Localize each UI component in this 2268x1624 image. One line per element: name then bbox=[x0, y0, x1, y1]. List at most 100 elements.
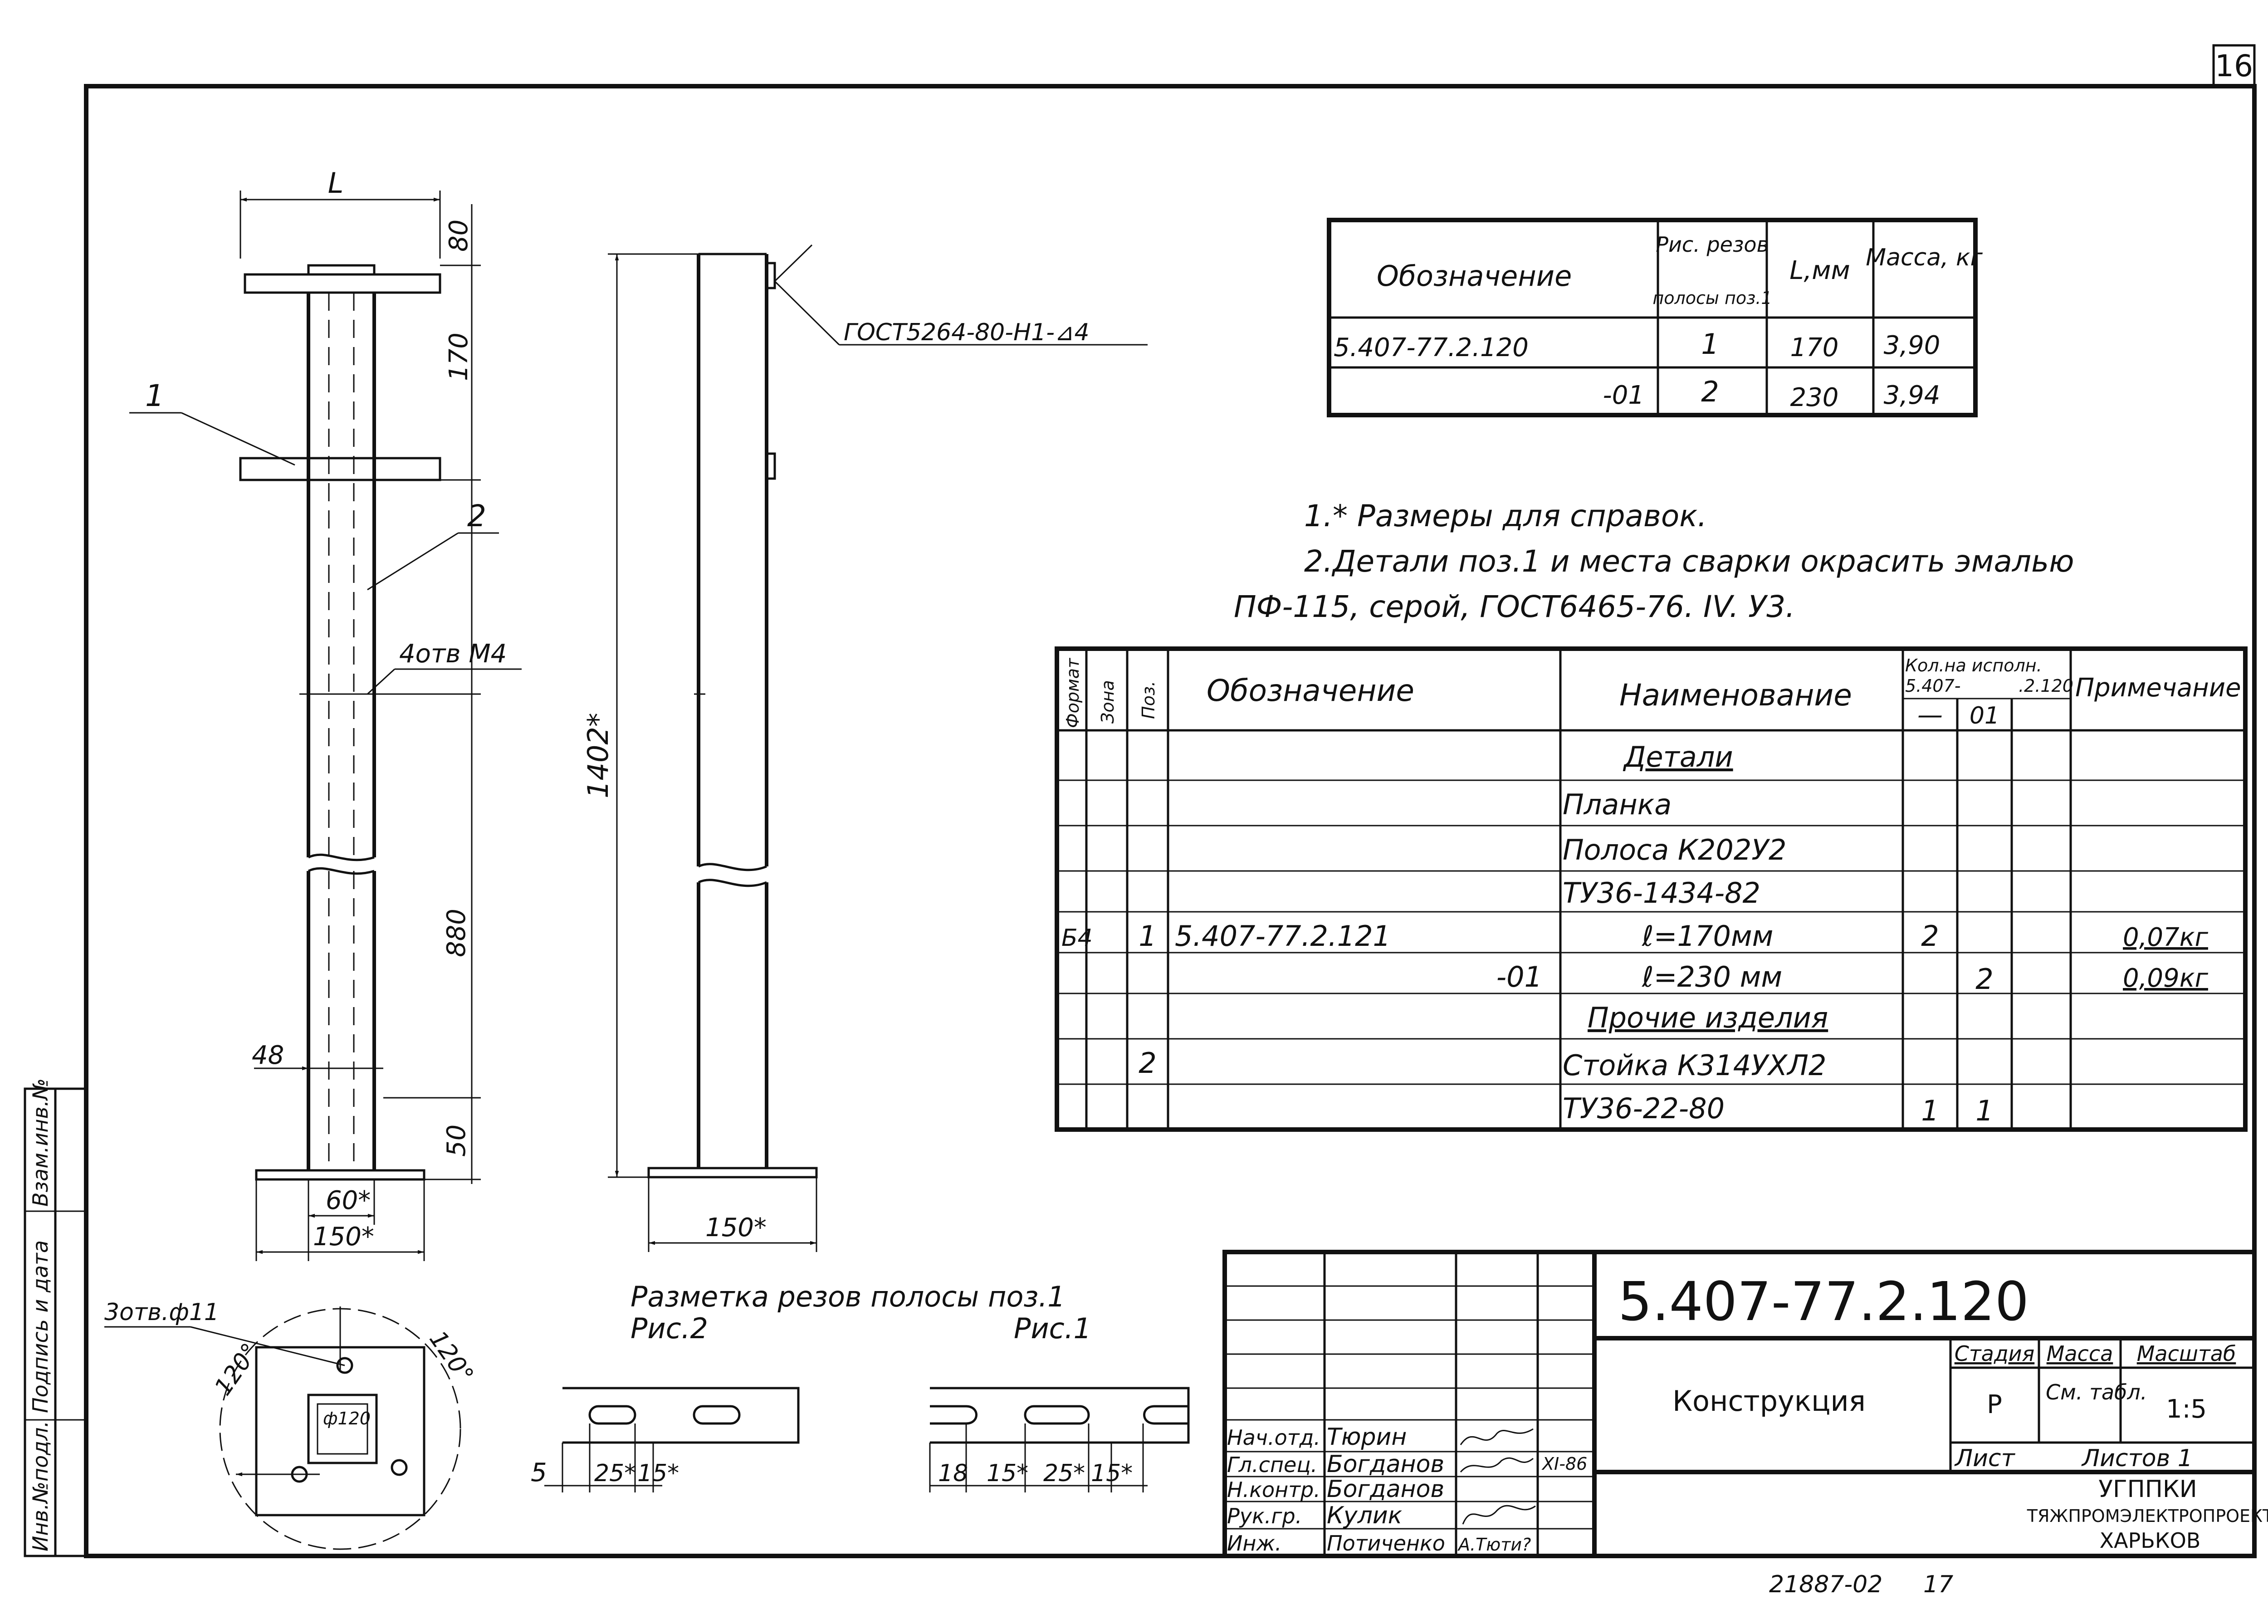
cut-marking: Разметка резов полосы поз.1 Рис.2 Рис.1 … bbox=[531, 1280, 1190, 1492]
spec-name: Прочие изделия bbox=[1588, 1001, 1828, 1034]
spec-designation: 5.407-77.2.121 bbox=[1175, 920, 1391, 953]
cut-marking-title: Разметка резов полосы поз.1 bbox=[631, 1280, 1066, 1313]
spec-header-format: Формат bbox=[1063, 657, 1083, 728]
spec-row-4: ТУ36-1434-82 bbox=[1563, 876, 1760, 910]
dim-60: 60* bbox=[326, 1186, 371, 1215]
doc-number: 5.407-77.2.120 bbox=[1618, 1270, 2029, 1333]
staff-name-4: Кулик bbox=[1327, 1502, 1403, 1529]
spec-row-2: Планка bbox=[1563, 788, 1672, 821]
pos-2-label: 2 bbox=[467, 499, 486, 533]
spec-header-qty-doc: 5.407- bbox=[1905, 676, 1961, 696]
staff-role-2: Гл.спец. bbox=[1227, 1453, 1317, 1477]
vt-header-L: L,мм bbox=[1789, 256, 1850, 285]
spec-header-designation: Обозначение bbox=[1207, 673, 1414, 708]
left-strip: Взам.инв.№ Подпись и дата Инв.№подл. bbox=[24, 1078, 88, 1557]
spec-header-qty-base: — bbox=[1917, 700, 1943, 730]
doc-title: Конструкция bbox=[1672, 1384, 1866, 1418]
fig2-label: Рис.2 bbox=[631, 1312, 708, 1345]
base-plan-view: 3отв.ф11 120° 120° ф120 bbox=[104, 1299, 479, 1550]
vt-row1-L: 170 bbox=[1790, 333, 1839, 362]
spec-name: Детали bbox=[1623, 740, 1733, 773]
spec-pos: 2 bbox=[1139, 1047, 1156, 1080]
dim-50: 50 bbox=[442, 1125, 471, 1157]
post-front-view: L 80 170 880 50 bbox=[129, 166, 522, 1261]
fig1-dim-25: 25* bbox=[1043, 1460, 1085, 1487]
spec-note: 0,09кг bbox=[2123, 964, 2209, 993]
spec-header-qty-01: 01 bbox=[1970, 702, 1999, 729]
spec-name: Планка bbox=[1563, 788, 1672, 821]
org-line-2: ТЯЖПРОМЭЛЕКТРОПРОЕКТ bbox=[2027, 1506, 2268, 1526]
vt-header-designation: Обозначение bbox=[1377, 259, 1572, 293]
vt-row1-mass: 3,90 bbox=[1884, 331, 1941, 360]
strip-replaces-inv: Взам.инв.№ bbox=[28, 1078, 53, 1207]
scale-value: 1:5 bbox=[2166, 1394, 2207, 1424]
spec-header-name: Наименование bbox=[1619, 678, 1852, 713]
spec-name: Стойка К314УХЛ2 bbox=[1563, 1049, 1826, 1082]
holes-m4-label: 4отв М4 bbox=[399, 639, 507, 669]
spec-row-lines bbox=[1057, 779, 2245, 1085]
holes-d11-label: 3отв.ф11 bbox=[104, 1299, 219, 1326]
staff-role-3: Н.контр. bbox=[1227, 1477, 1320, 1502]
weld-label: ГОСТ5264-80-Н1-⊿4 bbox=[844, 319, 1090, 346]
staff-role-1: Нач.отд. bbox=[1227, 1425, 1320, 1450]
footer-number: 21887-02 bbox=[1769, 1571, 1882, 1598]
spec-name: ТУ36-1434-82 bbox=[1563, 876, 1760, 910]
title-block: Нач.отд. Тюрин Гл.спец. Богданов Н.контр… bbox=[1222, 1250, 2268, 1558]
staff-role-4: Рук.гр. bbox=[1227, 1504, 1302, 1528]
post-side-view: ГОСТ5264-80-Н1-⊿4 1402* 150* bbox=[582, 244, 1148, 1252]
spec-header-note: Примечание bbox=[2075, 673, 2241, 703]
sheet-number: 16 bbox=[2215, 49, 2253, 83]
spec-header-zone: Зона bbox=[1098, 680, 1118, 724]
fig2-dim-25: 25* bbox=[594, 1460, 636, 1487]
vt-row2-designation: -01 bbox=[1603, 381, 1644, 410]
fig2-dim-5: 5 bbox=[531, 1458, 547, 1487]
sheet-label: Лист bbox=[1954, 1445, 2015, 1472]
vt-row2-L: 230 bbox=[1790, 383, 1839, 412]
vt-row2-fig: 2 bbox=[1701, 375, 1719, 408]
spec-header-pos: Поз. bbox=[1139, 681, 1158, 719]
spec-row-5: Б4 1 5.407-77.2.121 ℓ=170мм 2 0,07кг bbox=[1061, 920, 2209, 953]
fig1-dim-15a: 15* bbox=[987, 1460, 1028, 1487]
dim-1402: 1402* bbox=[582, 713, 615, 798]
dim-48: 48 bbox=[252, 1041, 284, 1070]
signature-2 bbox=[1460, 1457, 1534, 1472]
footer-page: 17 bbox=[1923, 1571, 1953, 1598]
spec-pos: 1 bbox=[1139, 920, 1156, 953]
dim-L: L bbox=[328, 166, 344, 200]
staff-role-5: Инж. bbox=[1227, 1531, 1282, 1556]
signature-3 bbox=[1462, 1505, 1536, 1525]
vt-row1-designation: 5.407-77.2.120 bbox=[1334, 333, 1529, 362]
fig1-label: Рис.1 bbox=[1014, 1312, 1091, 1345]
spec-header-qty-doc2: .2.120 bbox=[2019, 676, 2073, 696]
spec-row-9: ТУ36-22-80 1 1 bbox=[1563, 1092, 1994, 1127]
staff-name-1: Тюрин bbox=[1327, 1423, 1407, 1451]
angle-120-right: 120° bbox=[424, 1326, 479, 1388]
spec-designation: -01 bbox=[1496, 960, 1542, 993]
spec-row-8: 2 Стойка К314УХЛ2 bbox=[1139, 1047, 1826, 1082]
spec-qty-1: 1 bbox=[1921, 1094, 1939, 1127]
mass-value: См. табл. bbox=[2046, 1380, 2147, 1404]
spec-row-3: Полоса К202У2 bbox=[1563, 833, 1787, 866]
dia-120-label: ф120 bbox=[323, 1409, 371, 1428]
signature-1 bbox=[1460, 1428, 1534, 1445]
spec-header-qty: Кол.на исполн. bbox=[1905, 655, 2042, 675]
staff-name-5: Потиченко bbox=[1327, 1531, 1445, 1556]
stage-label: Стадия bbox=[1955, 1341, 2034, 1366]
dim-880: 880 bbox=[442, 909, 471, 957]
org-line-3: ХАРЬКОВ bbox=[2100, 1528, 2201, 1553]
spec-name: ℓ=230 мм bbox=[1642, 960, 1782, 993]
vt-header-fig-sub: полосы поз.1 bbox=[1652, 288, 1772, 308]
dim-150-front: 150* bbox=[313, 1222, 374, 1252]
dim-170: 170 bbox=[444, 333, 474, 381]
pos-1-label: 1 bbox=[145, 378, 164, 413]
strip-signature-date: Подпись и дата bbox=[28, 1240, 53, 1413]
org-line-1: УГППКИ bbox=[2098, 1476, 2197, 1503]
date-label: XI-86 bbox=[1541, 1454, 1587, 1474]
dim-80: 80 bbox=[444, 220, 474, 252]
dim-150-side: 150* bbox=[705, 1213, 767, 1242]
fig2-dim-15: 15* bbox=[637, 1460, 679, 1487]
staff-name-3: Богданов bbox=[1327, 1476, 1444, 1503]
sheet-frame: 16 bbox=[84, 44, 2257, 1558]
spec-qty-1: 2 bbox=[1921, 920, 1939, 953]
